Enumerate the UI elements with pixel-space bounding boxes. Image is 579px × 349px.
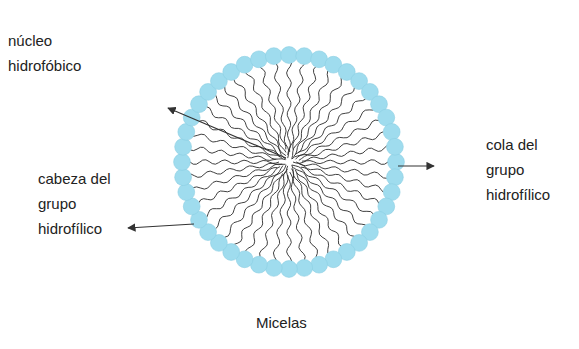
head-circle (175, 169, 192, 186)
head-circle (265, 48, 282, 65)
tail-stroke (260, 67, 286, 149)
hydrophobic-tails (190, 63, 388, 261)
head-circle (387, 138, 404, 155)
tail-stroke (216, 95, 279, 154)
tail-stroke (292, 169, 318, 258)
tail-stroke (296, 162, 387, 178)
tail-stroke (290, 172, 306, 260)
tail-stroke (290, 64, 305, 152)
head-circle (265, 260, 282, 277)
head-circle (383, 123, 400, 140)
tail-stroke (246, 73, 287, 152)
head-circle (174, 154, 191, 171)
tail-stroke (295, 88, 354, 155)
hydrophilic-heads (174, 47, 405, 278)
head-circle (296, 260, 313, 277)
tail-stroke (273, 166, 288, 260)
leader-line (398, 165, 434, 166)
head-circle (251, 51, 268, 68)
tail-stroke (246, 172, 287, 251)
head-circle (296, 48, 313, 65)
tail-stroke (275, 64, 289, 158)
head-circle (388, 154, 405, 171)
core-label: núcleo hidrofóbico (8, 28, 100, 78)
tail-stroke (287, 175, 292, 261)
tail-stroke (234, 80, 286, 156)
tail-stroke (191, 163, 283, 177)
head-label: cabeza del grupo hidrofílico (38, 166, 130, 241)
tail-stroke (301, 167, 379, 203)
tail-stroke (292, 110, 374, 159)
tail-stroke (299, 164, 383, 193)
tail-stroke (297, 173, 341, 247)
head-circle (178, 184, 195, 201)
head-circle (281, 47, 298, 64)
head-circle (175, 138, 192, 155)
head-circle (281, 261, 298, 278)
tail-stroke (193, 164, 285, 189)
tail-stroke (293, 160, 388, 165)
leader-line (128, 224, 194, 228)
tail-stroke (296, 120, 379, 159)
tail-stroke (234, 173, 283, 244)
tail-stroke (190, 160, 279, 164)
tail-stroke (295, 170, 354, 237)
head-circle (311, 256, 328, 273)
tail-stroke (292, 165, 374, 214)
tail-stroke (302, 146, 387, 161)
tail-stroke (294, 78, 342, 157)
tail-stroke (294, 168, 366, 225)
leader-line (168, 108, 286, 158)
title-label: Micelas (256, 310, 336, 335)
tail-label: cola del grupo hidrofílico (486, 132, 574, 207)
head-circle (387, 169, 404, 186)
tail-stroke (287, 63, 292, 155)
